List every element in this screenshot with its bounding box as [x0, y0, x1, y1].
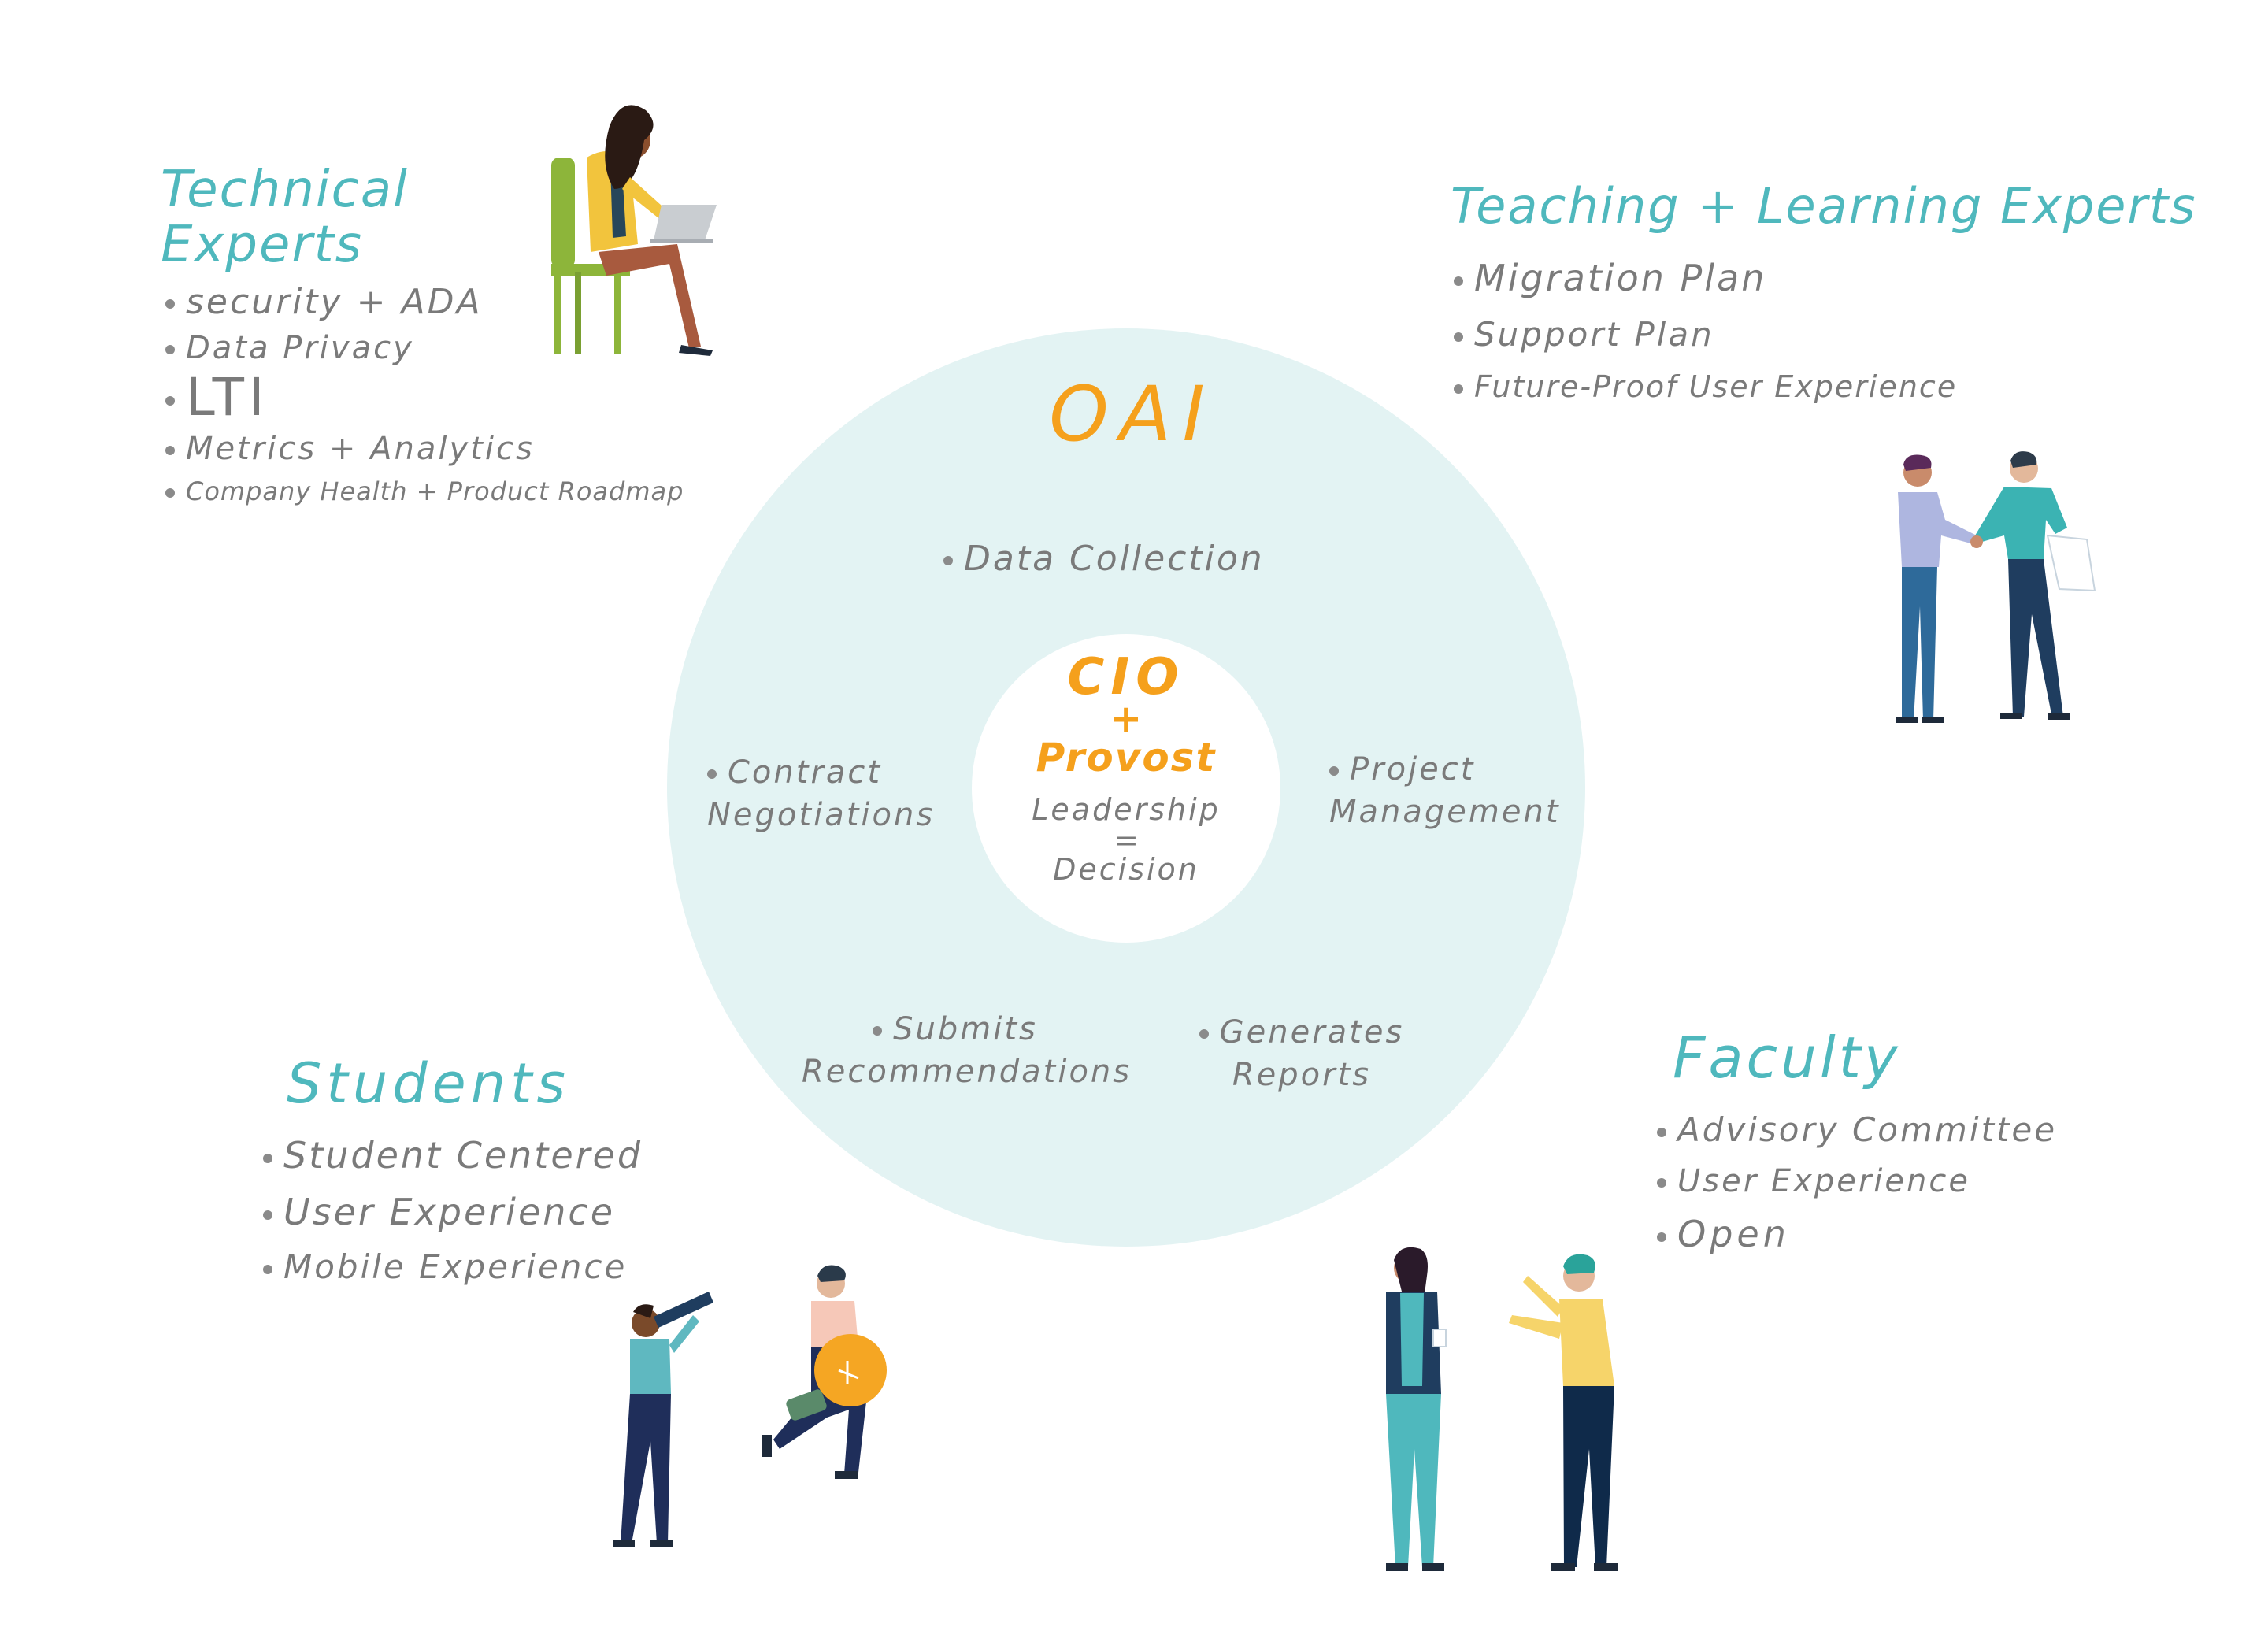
- students-title: Students: [287, 1051, 571, 1116]
- item-label: Support Plan: [1474, 315, 1714, 354]
- students-illustration: [613, 1265, 887, 1547]
- bullet-dot: [263, 1210, 272, 1220]
- bullet-dot: [1454, 384, 1463, 394]
- oai-item-contract-negotiations: Contract Negotiations: [707, 709, 943, 836]
- bullet-dot: [943, 556, 953, 565]
- item-label: Data Privacy: [186, 330, 414, 366]
- bullet-dot: [1657, 1127, 1666, 1137]
- oai-item-label: Submits Recommendations: [802, 1011, 1132, 1090]
- decision-label: Decision: [1053, 852, 1199, 888]
- oai-item-label: Data Collection: [964, 539, 1265, 579]
- oai-item-project-management: Project Management: [1329, 706, 1558, 833]
- technical-experts-item: Company Health + Product Roadmap: [165, 479, 684, 504]
- bullet-dot: [263, 1264, 272, 1274]
- plus-sign: +: [1110, 697, 1143, 741]
- bullet-dot: [873, 1026, 883, 1036]
- students-list: Student Centered User Experience Mobile …: [263, 1137, 643, 1284]
- faculty-title: Faculty: [1673, 1025, 1901, 1091]
- woman-laptop-illustration: [551, 105, 717, 356]
- core-label: CIO + Provost Leadership = Decision: [972, 652, 1280, 887]
- technical-experts-title: Technical Experts: [161, 161, 409, 275]
- item-label: security + ADA: [186, 282, 483, 322]
- teaching-learning-item: Future-Proof User Experience: [1454, 372, 1957, 402]
- item-label: Mobile Experience: [284, 1247, 628, 1286]
- item-label: Migration Plan: [1474, 257, 1767, 299]
- item-label: Metrics + Analytics: [186, 431, 535, 467]
- students-item: Student Centered: [263, 1137, 643, 1173]
- bullet-dot: [165, 345, 175, 354]
- item-label: Advisory Committee: [1677, 1110, 2058, 1149]
- faculty-list: Advisory Committee User Experience Open: [1657, 1114, 2057, 1252]
- item-label: LTI: [186, 367, 269, 428]
- leadership-inner-circle: [972, 634, 1280, 943]
- bullet-dot: [1657, 1232, 1666, 1242]
- bullet-dot: [1454, 332, 1463, 342]
- oai-item-label: Generates Reports: [1219, 1014, 1405, 1093]
- faculty-illustration: [1386, 1247, 1618, 1571]
- teaching-learning-item: Migration Plan: [1454, 260, 1957, 296]
- bullet-dot: [1657, 1178, 1666, 1188]
- oai-item-label: Project Management: [1329, 751, 1561, 830]
- faculty-item: Open: [1657, 1216, 2057, 1252]
- faculty-item: User Experience: [1657, 1166, 2057, 1197]
- leadership-label: Leadership: [1032, 792, 1221, 828]
- bullet-dot: [707, 769, 717, 779]
- item-label: Future-Proof User Experience: [1474, 369, 1958, 404]
- oai-item-label: Contract Negotiations: [707, 754, 936, 833]
- handshake-illustration: [1896, 451, 2096, 723]
- bullet-dot: [263, 1153, 272, 1163]
- oai-item-submits-recommendations: Submits Recommendations: [802, 965, 1129, 1093]
- teaching-learning-experts-list: Migration Plan Support Plan Future-Proof…: [1454, 260, 1957, 402]
- item-label: Open: [1677, 1213, 1790, 1255]
- technical-experts-item: Metrics + Analytics: [165, 433, 684, 465]
- cio-label: CIO: [1067, 648, 1185, 706]
- item-label: Student Centered: [284, 1134, 643, 1177]
- bullet-dot: [165, 395, 175, 406]
- teaching-learning-experts-title: Teaching + Learning Experts: [1451, 177, 2197, 235]
- oai-item-data-collection: Data Collection: [943, 542, 1265, 576]
- technical-experts-item: Data Privacy: [165, 332, 684, 364]
- bullet-dot: [1329, 766, 1339, 776]
- bullet-dot: [165, 488, 175, 498]
- technical-experts-item: LTI: [165, 372, 684, 424]
- technical-experts-list: security + ADA Data Privacy LTI Metrics …: [165, 285, 684, 504]
- item-label: User Experience: [1677, 1163, 1970, 1199]
- bullet-dot: [1199, 1029, 1209, 1039]
- bullet-dot: [1454, 276, 1463, 286]
- students-item: User Experience: [263, 1194, 643, 1230]
- technical-experts-item: security + ADA: [165, 285, 684, 320]
- bullet-dot: [165, 446, 175, 455]
- oai-item-generates-reports: Generates Reports: [1195, 969, 1408, 1096]
- oai-title: OAI: [1049, 370, 1216, 458]
- bullet-dot: [165, 299, 175, 309]
- item-label: Company Health + Product Roadmap: [186, 476, 684, 506]
- item-label: User Experience: [284, 1191, 615, 1233]
- provost-label: Provost: [1036, 735, 1217, 781]
- equals-sign: =: [1114, 822, 1139, 858]
- students-item: Mobile Experience: [263, 1251, 643, 1284]
- teaching-learning-item: Support Plan: [1454, 318, 1957, 351]
- faculty-item: Advisory Committee: [1657, 1114, 2057, 1147]
